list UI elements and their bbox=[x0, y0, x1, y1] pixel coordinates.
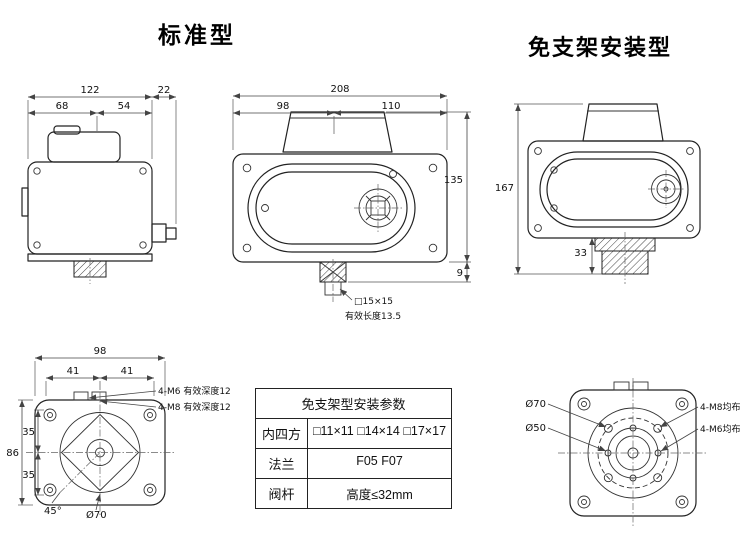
actuator-body-outline bbox=[527, 103, 701, 239]
dimensions-mount-view: Ø70 Ø50 4-M8均布 4-M6均布 bbox=[525, 398, 740, 452]
note-m8-label: 4-M8 有效深度12 bbox=[158, 401, 231, 413]
stem-coupling bbox=[594, 232, 656, 284]
angle-label: 45° bbox=[44, 506, 62, 517]
cover-screws bbox=[33, 167, 147, 249]
table-row: 内四方 □11×11 □14×14 □17×17 bbox=[256, 418, 451, 448]
table-row: 法兰 F05 F07 bbox=[256, 448, 451, 478]
heading-standard-type: 标准型 bbox=[158, 22, 236, 48]
dim-height-label: 135 bbox=[444, 175, 463, 186]
stem-square-label: □15×15 bbox=[354, 297, 393, 307]
angle-reference-line bbox=[59, 452, 101, 493]
drawing-mount-bottom-view: Ø70 Ø50 4-M8均布 4-M6均布 bbox=[525, 378, 740, 528]
output-drive bbox=[358, 188, 398, 228]
spec-row-label: 法兰 bbox=[256, 449, 308, 478]
heading-bracketless-type: 免支架安装型 bbox=[528, 35, 673, 60]
spec-row-value: □11×11 □14×14 □17×17 bbox=[312, 424, 447, 438]
drawing-flange-bottom-view: 98 41 41 86 35 35 45° Ø70 4-M6 有效深度12 4-… bbox=[6, 346, 231, 521]
dim-left-label: 98 bbox=[277, 101, 290, 112]
spec-row-label: 阀杆 bbox=[256, 479, 308, 508]
stem-note-label: 有效长度13.5 bbox=[345, 310, 401, 322]
drawing-standard-side-view: 122 22 68 54 bbox=[21, 85, 177, 284]
dim-total-width-label: 122 bbox=[80, 85, 99, 96]
cover-screws bbox=[242, 163, 438, 253]
spec-row-value: F05 F07 bbox=[356, 454, 403, 468]
dimensions-bracketless-view: 167 33 bbox=[495, 103, 602, 275]
dia-outer-label: Ø70 bbox=[525, 398, 546, 410]
dia-inner-label: Ø50 bbox=[525, 422, 546, 434]
dim-height-label: 86 bbox=[6, 448, 19, 459]
dim-rear-label: 54 bbox=[118, 101, 131, 112]
dim-right-label: 110 bbox=[381, 101, 400, 112]
dim-stem-label: 33 bbox=[574, 248, 587, 259]
cover-screws bbox=[534, 147, 694, 232]
actuator-body-front-outline bbox=[232, 111, 448, 263]
dim-gland-label: 22 bbox=[158, 85, 171, 96]
dim-front-label: 68 bbox=[56, 101, 69, 112]
dim-total-width-label: 208 bbox=[330, 84, 349, 95]
dia-circle-label: Ø70 bbox=[86, 509, 107, 521]
dimensions-flange-view: 98 41 41 86 35 35 45° Ø70 4-M6 有效深度12 4-… bbox=[6, 346, 231, 521]
drawing-standard-front-view: 208 98 110 135 9 □15×15 有效长度13.5 bbox=[232, 84, 471, 322]
dim-pitch-right-label: 41 bbox=[121, 366, 134, 377]
angle-leader bbox=[51, 492, 61, 504]
spec-table: 免支架型安装参数 内四方 □11×11 □14×14 □17×17 法兰 F05… bbox=[255, 388, 452, 509]
spec-table-title: 免支架型安装参数 bbox=[301, 397, 406, 412]
note-m8-label: 4-M8均布 bbox=[700, 401, 740, 413]
note-m6-label: 4-M6均布 bbox=[700, 423, 740, 435]
dim-pitch-top-label: 35 bbox=[22, 427, 35, 438]
bottom-stem bbox=[319, 259, 347, 302]
dimensions-front-view: 208 98 110 135 9 □15×15 有效长度13.5 bbox=[232, 84, 471, 322]
dim-base-label: 9 bbox=[457, 268, 463, 279]
spec-row-value: 高度≤32mm bbox=[346, 488, 413, 502]
actuator-body-side-outline bbox=[21, 125, 177, 262]
dim-height-label: 167 bbox=[495, 183, 514, 194]
drawing-bracketless-front-view: 167 33 bbox=[495, 103, 701, 284]
table-row: 阀杆 高度≤32mm bbox=[256, 478, 451, 508]
dim-width-label: 98 bbox=[94, 346, 107, 357]
dim-pitch-bottom-label: 35 bbox=[22, 470, 35, 481]
dim-pitch-left-label: 41 bbox=[67, 366, 80, 377]
spec-row-label: 内四方 bbox=[256, 419, 308, 448]
note-m6-label: 4-M6 有效深度12 bbox=[158, 385, 231, 397]
dimensions-side-view: 122 22 68 54 bbox=[27, 85, 177, 224]
